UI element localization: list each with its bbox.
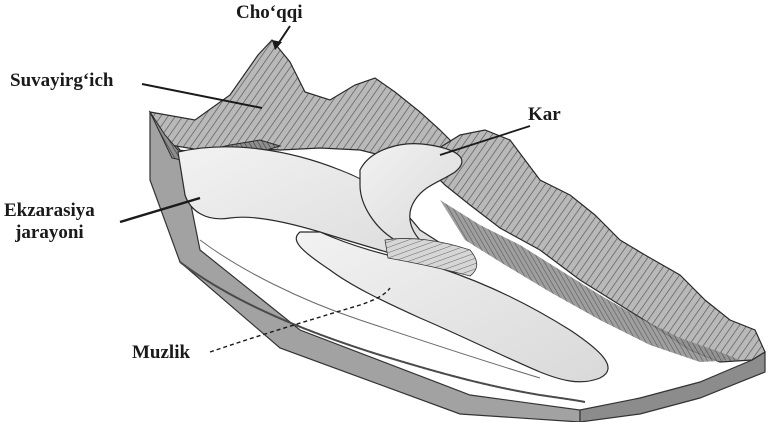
cirque-label: Kar (528, 104, 561, 126)
peak-label: Cho‘qqi (236, 2, 303, 24)
exaration-label-line1: Ekzarasiya (4, 200, 95, 222)
exaration-label: Ekzarasiya jarayoni (4, 200, 95, 244)
divide-label: Suvayirg‘ich (10, 70, 113, 92)
front-side-face (580, 352, 765, 422)
exaration-label-line2: jarayoni (4, 222, 95, 244)
peak-leader (278, 26, 290, 44)
glacier-label: Muzlik (132, 342, 190, 364)
